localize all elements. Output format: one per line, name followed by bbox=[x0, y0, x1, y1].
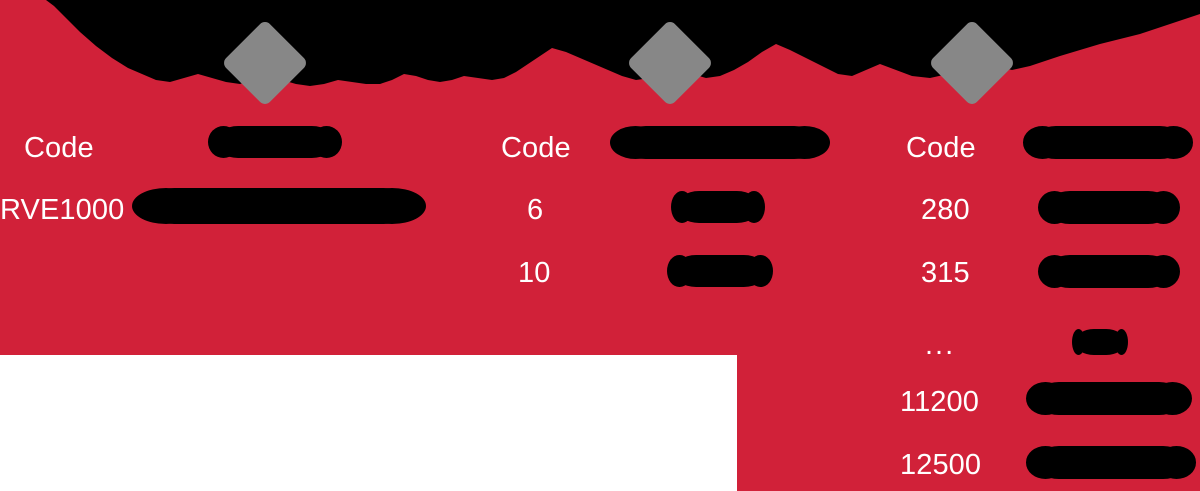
right-column-row-2-code: ... bbox=[925, 329, 956, 361]
right-column-row-3-code: 11200 bbox=[900, 386, 979, 418]
right-column-row-2-value-redaction bbox=[1072, 329, 1128, 355]
left-column-row-0-code: RVE1000 bbox=[0, 194, 125, 226]
middle-column-row-1-code: 10 bbox=[518, 257, 551, 289]
left-column-code-header: Code bbox=[24, 132, 94, 164]
middle-column-row-0-code: 6 bbox=[527, 194, 544, 226]
right-column-code-header: Code bbox=[906, 132, 976, 164]
left-column-row-0-value-redaction bbox=[132, 188, 426, 224]
right-column-row-4-value-redaction bbox=[1025, 446, 1197, 479]
right-column-row-0-value-redaction bbox=[1038, 191, 1180, 224]
right-column-row-0-code: 280 bbox=[921, 194, 970, 226]
middle-column-row-1-value-redaction bbox=[667, 255, 773, 287]
right-column-header-value-redaction bbox=[1022, 126, 1194, 159]
right-column-row-1-value-redaction bbox=[1038, 255, 1180, 288]
middle-column-code-header: Code bbox=[501, 132, 571, 164]
right-column-row-3-value-redaction bbox=[1026, 382, 1192, 415]
middle-column-row-0-value-redaction bbox=[670, 191, 766, 223]
right-column-row-4-code: 12500 bbox=[900, 449, 982, 481]
middle-column-header-value-redaction bbox=[610, 126, 830, 159]
left-column-header-value-redaction bbox=[207, 126, 343, 158]
top-redaction-band bbox=[0, 0, 1200, 86]
right-column-row-1-code: 315 bbox=[921, 257, 970, 289]
